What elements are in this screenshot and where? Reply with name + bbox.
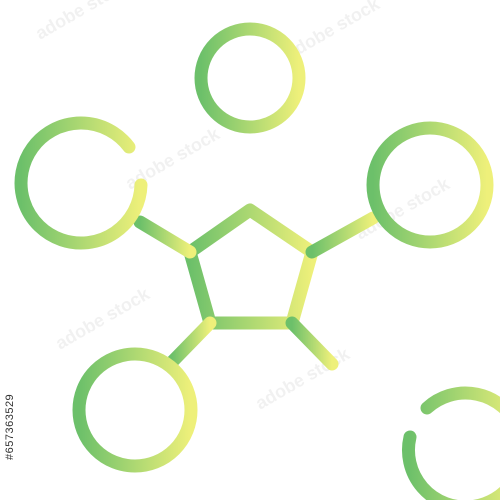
stock-id-label: #657363529 [4, 393, 16, 460]
watermark-mark: adobe stock [52, 283, 154, 353]
connector-bottom-left [165, 316, 217, 369]
connector-bottom-right [285, 316, 339, 371]
network-shape [14, 22, 500, 500]
center-pentagon [183, 203, 319, 330]
connector-right [305, 211, 380, 259]
node-bottom-right-open [401, 386, 500, 500]
node-top [194, 22, 306, 134]
watermark-pattern: adobe stock adobe stock adobe stock adob… [32, 0, 454, 413]
watermark-mark: adobe stock [252, 343, 354, 413]
watermark-mark: adobe stock [32, 0, 134, 43]
node-bottom-left [72, 347, 198, 473]
connector-left [133, 215, 197, 259]
node-right [366, 121, 494, 249]
node-left-open [14, 116, 148, 250]
